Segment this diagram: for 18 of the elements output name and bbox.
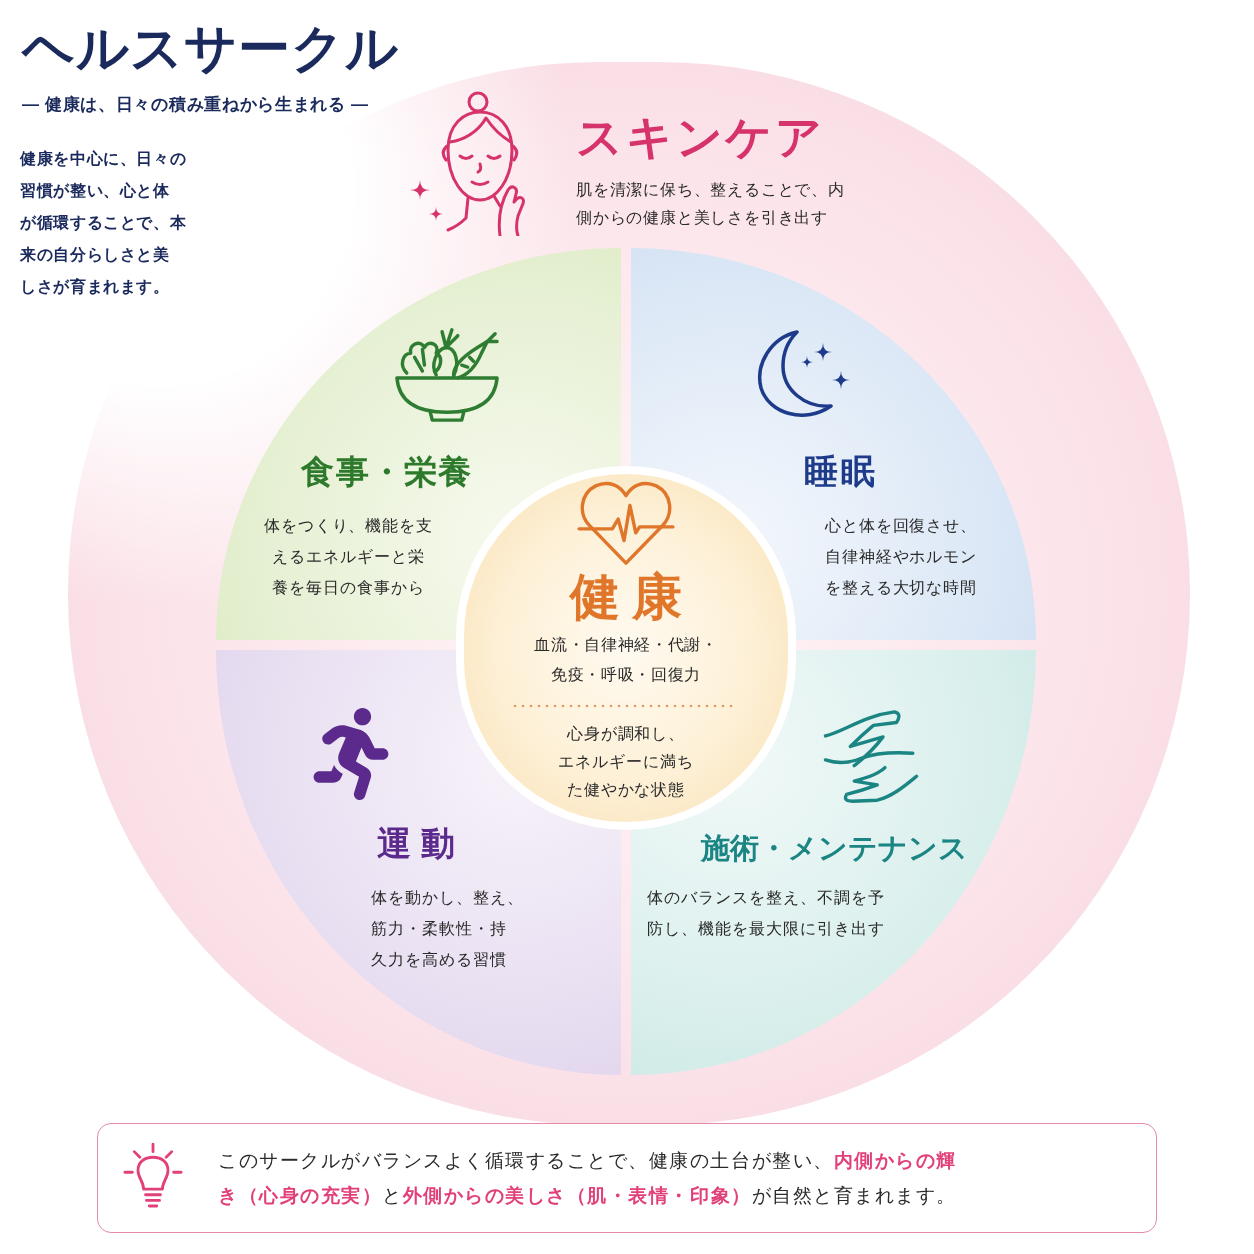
center-keywords: 血流・自律神経・代謝・免疫・呼吸・回復力 — [533, 635, 719, 685]
section-title: 運動 — [375, 824, 467, 864]
section-title: 食事・栄養 — [300, 453, 474, 492]
section-title: 睡眠 — [803, 452, 879, 492]
message-banner — [97, 1123, 1157, 1233]
center-description: 心身が調和し、エネルギーに満ちた健やかな状態 — [557, 724, 695, 800]
section-title: 施術・メンテナンス — [699, 831, 969, 866]
center-title: 健康 — [568, 568, 695, 626]
banner-text: このサークルがバランスよく循環することで、健康の土台が整い、内側からの輝き（心身の充実）と外側からの美しさ（肌・表情・印象）が自然と育まれます。 — [218, 1149, 958, 1208]
section-description: 体を動かし、整え、筋力・柔軟性・持久力を高める習慣 — [371, 888, 525, 970]
section-title: スキンケア — [576, 111, 825, 165]
section-description: 体をつくり、機能を支えるエネルギーと栄養を毎日の食事から — [262, 516, 435, 598]
title: ヘルスサークル — [22, 18, 400, 79]
subtitle: ― 健康は、日々の積み重ねから生まれる ― — [22, 94, 369, 116]
section-description: 肌を清潔に保ち、整えることで、内側からの健康と美しさを引き出す — [576, 180, 846, 228]
section-description: 体のバランスを整え、不調を予防し、機能を最大限に引き出す — [646, 888, 886, 939]
section-description: 心と体を回復させ、自律神経やホルモンを整える大切な時間 — [823, 516, 979, 598]
intro-paragraph: 健康を中心に、日々の習慣が整い、心と体が循環することで、本来の自分らしさと美しさが育まれます。 — [20, 149, 188, 297]
